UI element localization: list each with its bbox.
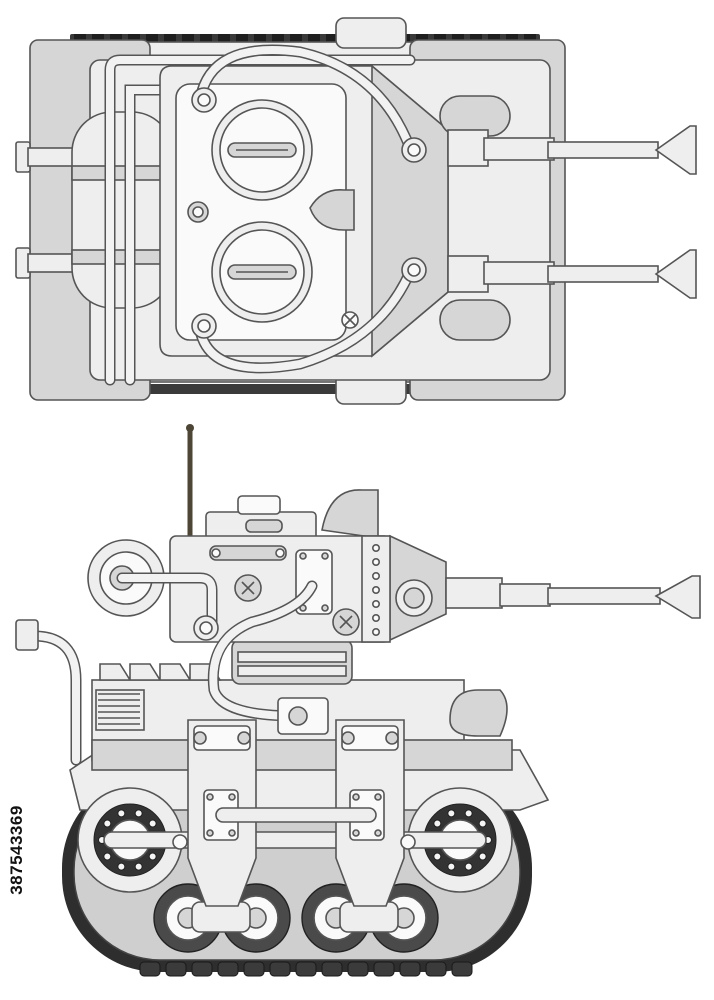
wheel-bolt [117,862,126,871]
top-hatch-upper [211,99,313,201]
side-turret [169,489,447,643]
tread-link [506,34,518,42]
wheel-bolt [433,819,442,828]
wheel-bolt [478,852,487,861]
tread-link [295,961,317,977]
top-gun-lower [439,249,697,341]
tread-link [347,961,369,977]
wheel-bolt [103,819,112,828]
stock-id-text: 387543369 [7,805,26,895]
tread-link [236,34,248,42]
wheel-bolt [478,819,487,828]
tread-link [451,961,473,977]
top-gun-upper [439,95,697,175]
tread-link [452,34,464,42]
periscope-dome [309,189,355,231]
tread-link [254,34,266,42]
periscope-dome [321,489,379,539]
tank-top-view [15,17,697,405]
stock-id-watermark: 387543369 [4,760,30,940]
headlamp [449,689,508,737]
wheel-bolt [447,809,456,818]
tread-link [243,961,265,977]
wheel-bolt [134,809,143,818]
tread-link [92,34,104,42]
wheel-bolt [148,852,157,861]
tread-link [470,34,482,42]
tread-link [272,34,284,42]
tread-link [524,34,536,42]
tank-side-view [15,424,701,977]
side-main-gun [445,575,701,619]
tread-link [373,961,395,977]
tread-link [425,961,447,977]
tread-link [182,34,194,42]
wheel-bolt [433,852,442,861]
tread-link [110,34,122,42]
tread-link [164,34,176,42]
wheel-bolt [103,852,112,861]
top-hatch-lower [211,221,313,323]
tread-link [165,961,187,977]
tread-link [74,34,86,42]
tread-link [326,34,338,42]
wheel-bolt [148,819,157,828]
wheel-bolt [447,862,456,871]
tread-link [416,34,428,42]
wheel-bolt [464,862,473,871]
tread-link [399,961,421,977]
tread-link [269,961,291,977]
tread-link [217,961,239,977]
tread-link [139,961,161,977]
tread-link [434,34,446,42]
wheel-bolt [117,809,126,818]
tread-link [218,34,230,42]
rear-drum [87,539,218,630]
tread-link [191,961,213,977]
exhaust-cap [15,619,39,651]
tread-link [128,34,140,42]
tread-link [290,34,302,42]
tread-link [146,34,158,42]
fuel-tank [71,111,173,309]
side-hull [69,663,550,811]
tread-link [321,961,343,977]
tread-link [308,34,320,42]
wheel-bolt [134,862,143,871]
tread-link [200,34,212,42]
wheel-bolt [464,809,473,818]
tread-link [488,34,500,42]
